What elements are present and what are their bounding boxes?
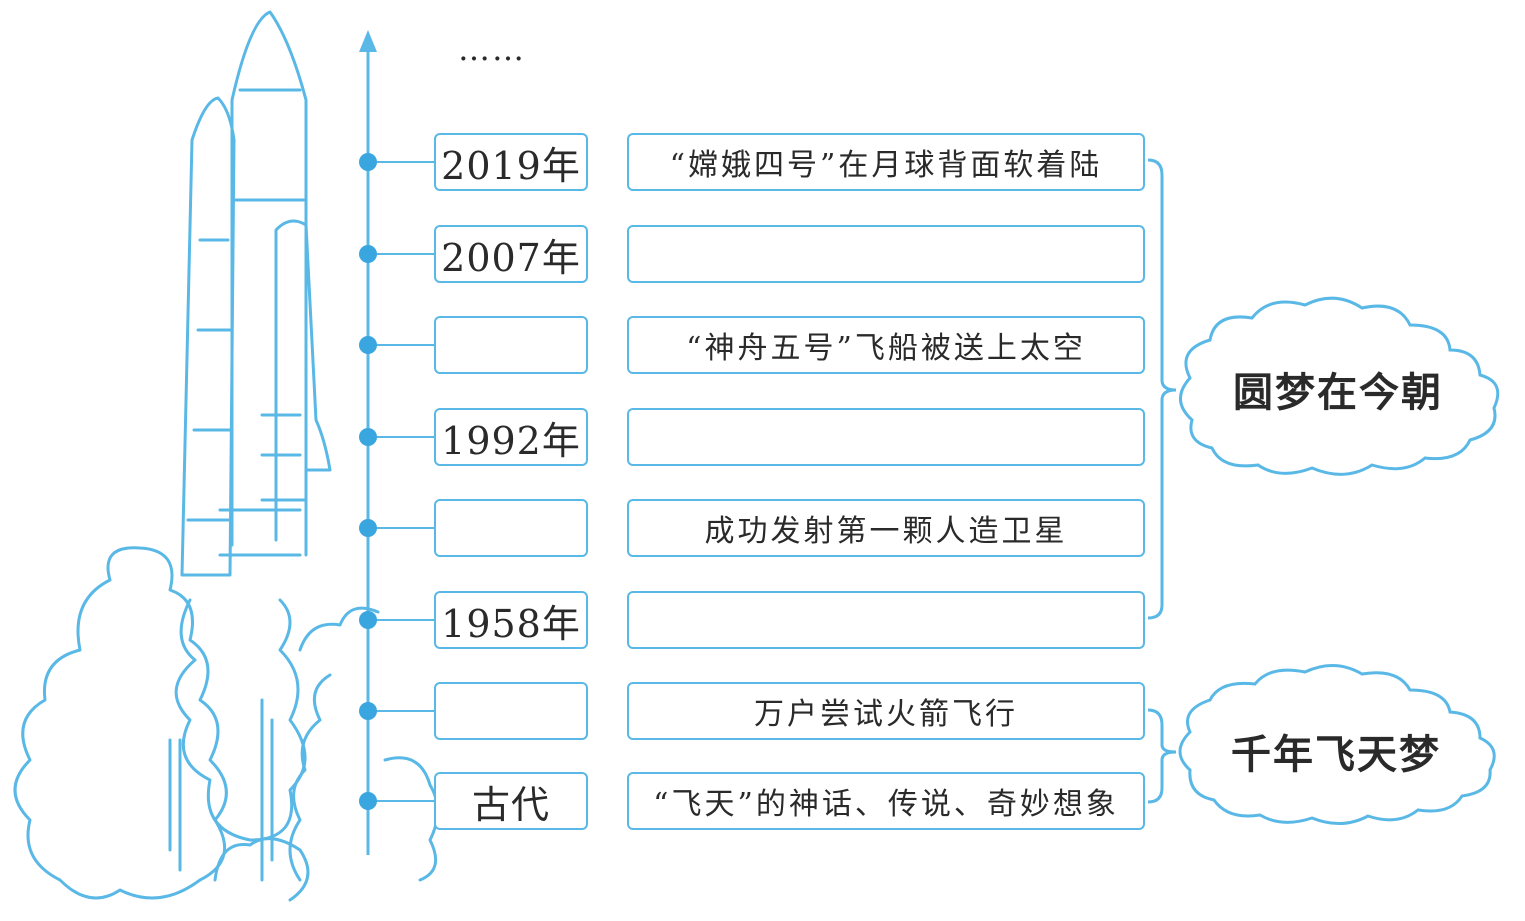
timeline-dot (359, 519, 377, 537)
event-box-blank-1992[interactable] (627, 408, 1145, 466)
timeline-dot (359, 611, 377, 629)
event-box-satellite[interactable]: 成功发射第一颗人造卫星 (627, 499, 1145, 557)
year-box-1992[interactable]: 1992年 (434, 408, 588, 466)
event-box-blank-2007[interactable] (627, 225, 1145, 283)
cloud-shape-ancient (1178, 664, 1496, 825)
timeline-dot (359, 702, 377, 720)
cloud-shape-modern (1179, 296, 1500, 476)
year-box-2019[interactable]: 2019年 (434, 133, 588, 191)
year-box-1958[interactable]: 1958年 (434, 591, 588, 649)
year-box-2007[interactable]: 2007年 (434, 225, 588, 283)
year-box-blank-satellite[interactable] (434, 499, 588, 557)
event-box-blank-1958[interactable] (627, 591, 1145, 649)
event-box-wanhu[interactable]: 万户尝试火箭飞行 (627, 682, 1145, 740)
event-box-feitian[interactable]: “飞天”的神话、传说、奇妙想象 (627, 772, 1145, 830)
group-label-ancient: 千年飞天梦 (1231, 731, 1441, 778)
ancient-group-brace (1147, 708, 1177, 804)
axis-arrow-icon (359, 30, 377, 52)
event-box-shenzhou5[interactable]: “神舟五号”飞船被送上太空 (627, 316, 1145, 374)
timeline-dot (359, 245, 377, 263)
modern-group-brace (1147, 158, 1177, 620)
year-box-blank-shenzhou5[interactable] (434, 316, 588, 374)
year-box-blank-wanhu[interactable] (434, 682, 588, 740)
timeline-dot (359, 428, 377, 446)
group-label-modern: 圆梦在今朝 (1233, 369, 1443, 416)
event-box-change4[interactable]: “嫦娥四号”在月球背面软着陆 (627, 133, 1145, 191)
timeline-dot (359, 153, 377, 171)
year-box-ancient[interactable]: 古代 (434, 772, 588, 830)
timeline-dot (359, 792, 377, 810)
timeline-continuation: …… (458, 30, 526, 68)
timeline-dot (359, 336, 377, 354)
